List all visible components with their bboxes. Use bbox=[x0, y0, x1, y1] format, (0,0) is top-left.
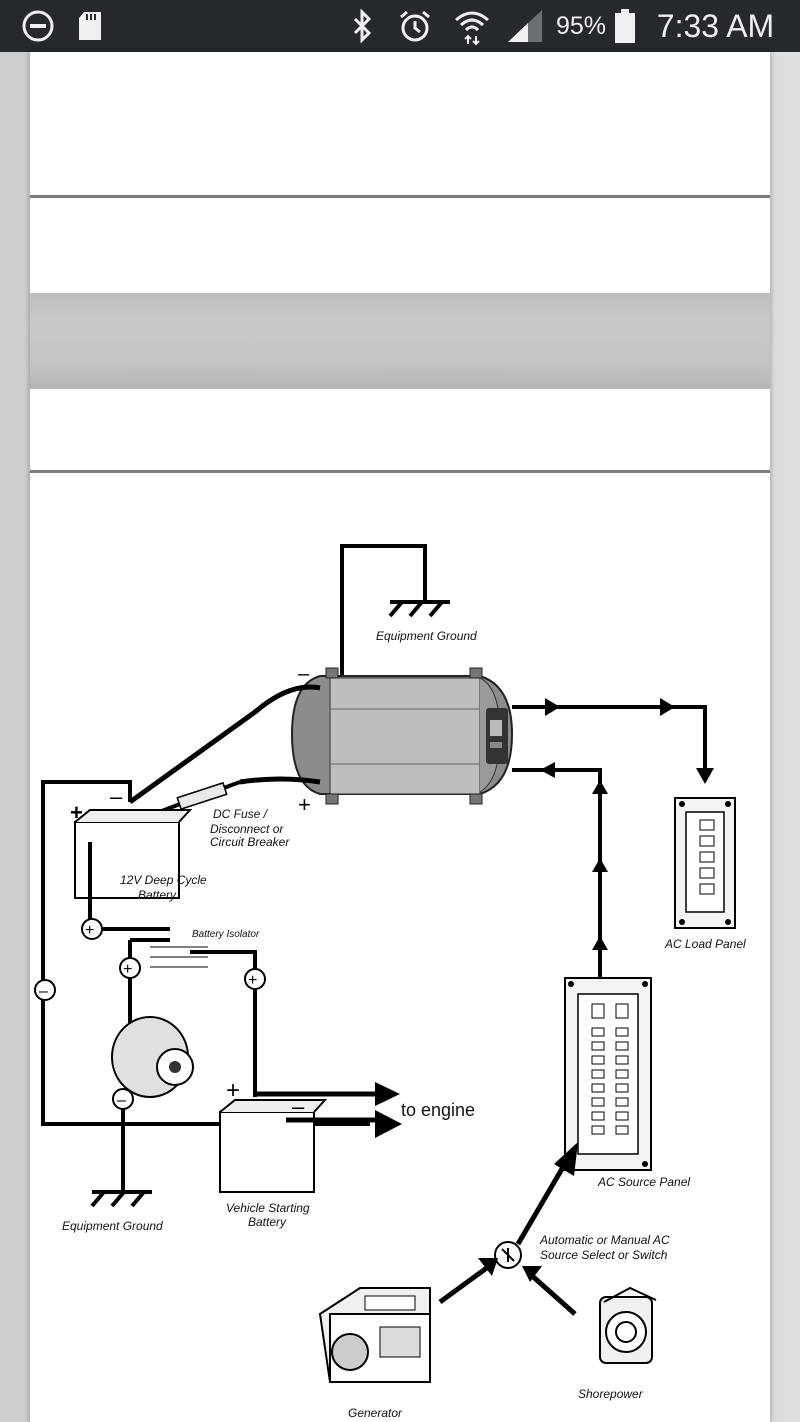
blank-section-3 bbox=[30, 389, 770, 469]
sd-card-icon bbox=[75, 0, 105, 52]
alarm-icon bbox=[395, 0, 435, 52]
label-vehicle-battery-1: Vehicle Starting bbox=[226, 1201, 310, 1215]
label-equipment-ground-top: Equipment Ground bbox=[376, 629, 477, 643]
source-select-switch: Automatic or Manual AC Source Select or … bbox=[494, 1233, 670, 1269]
ac-source-panel: AC Source Panel bbox=[564, 977, 690, 1189]
svg-text:+: + bbox=[123, 961, 132, 978]
blank-section-1 bbox=[30, 52, 770, 195]
label-vehicle-battery-2: Battery bbox=[248, 1215, 287, 1229]
svg-text:+: + bbox=[226, 1077, 240, 1104]
label-source-select-2: Source Select or Switch bbox=[540, 1248, 668, 1262]
svg-text:–: – bbox=[298, 663, 310, 685]
svg-text:–: – bbox=[39, 983, 48, 1000]
generator: Generator bbox=[318, 1287, 431, 1420]
deep-cycle-battery: + – 12V Deep Cycle Battery bbox=[70, 784, 207, 902]
svg-text:+: + bbox=[298, 792, 311, 817]
label-equipment-ground-bottom: Equipment Ground bbox=[62, 1219, 163, 1233]
label-shorepower: Shorepower bbox=[578, 1387, 644, 1401]
svg-text:+: + bbox=[85, 922, 94, 939]
svg-text:+: + bbox=[70, 800, 83, 825]
bluetooth-icon bbox=[345, 0, 381, 52]
label-generator: Generator bbox=[348, 1406, 403, 1420]
label-battery-isolator: Battery Isolator bbox=[192, 929, 260, 940]
cell-signal-icon bbox=[505, 0, 545, 52]
label-deep-cycle-2: Battery bbox=[138, 888, 177, 902]
do-not-disturb-icon bbox=[18, 0, 58, 52]
label-ac-load-panel: AC Load Panel bbox=[664, 937, 746, 951]
svg-text:–: – bbox=[110, 784, 123, 809]
wifi-icon bbox=[450, 0, 494, 52]
grey-banner bbox=[30, 293, 770, 389]
svg-text:–: – bbox=[117, 1092, 126, 1109]
label-ac-source-panel: AC Source Panel bbox=[597, 1175, 690, 1189]
svg-text:–: – bbox=[292, 1094, 305, 1119]
battery-percent: 95% bbox=[555, 11, 607, 40]
label-deep-cycle-1: 12V Deep Cycle bbox=[120, 873, 207, 887]
page-content[interactable]: Equipment Ground – + DC Fuse bbox=[30, 52, 770, 1422]
svg-text:+: + bbox=[248, 972, 257, 989]
left-gutter bbox=[0, 52, 30, 1422]
status-bar: 95% 7:33 AM bbox=[0, 0, 800, 52]
vehicle-starting-battery: + – Vehicle Starting Battery bbox=[219, 1077, 328, 1229]
label-dc-fuse-3: Circuit Breaker bbox=[210, 835, 290, 849]
clock: 7:33 AM bbox=[656, 7, 775, 44]
label-dc-fuse-1: DC Fuse / bbox=[213, 807, 269, 821]
shorepower-inlet: Shorepower bbox=[578, 1286, 657, 1401]
battery-isolator: Battery Isolator bbox=[150, 929, 260, 968]
label-source-select-1: Automatic or Manual AC bbox=[539, 1233, 670, 1247]
equipment-ground-bottom: Equipment Ground bbox=[62, 1190, 163, 1233]
wiring-diagram: Equipment Ground – + DC Fuse bbox=[34, 544, 746, 1420]
blank-section-2 bbox=[30, 198, 770, 293]
divider-1 bbox=[30, 195, 770, 198]
divider-2 bbox=[30, 470, 770, 473]
label-to-engine: to engine bbox=[401, 1100, 475, 1120]
inverter-charger: – + bbox=[290, 663, 514, 817]
battery-icon bbox=[612, 0, 638, 52]
right-gutter bbox=[770, 52, 800, 1422]
equipment-ground-top: Equipment Ground bbox=[340, 544, 477, 682]
label-dc-fuse-2: Disconnect or bbox=[210, 822, 284, 836]
alternator bbox=[111, 1016, 194, 1098]
ac-load-panel: AC Load Panel bbox=[664, 797, 746, 951]
